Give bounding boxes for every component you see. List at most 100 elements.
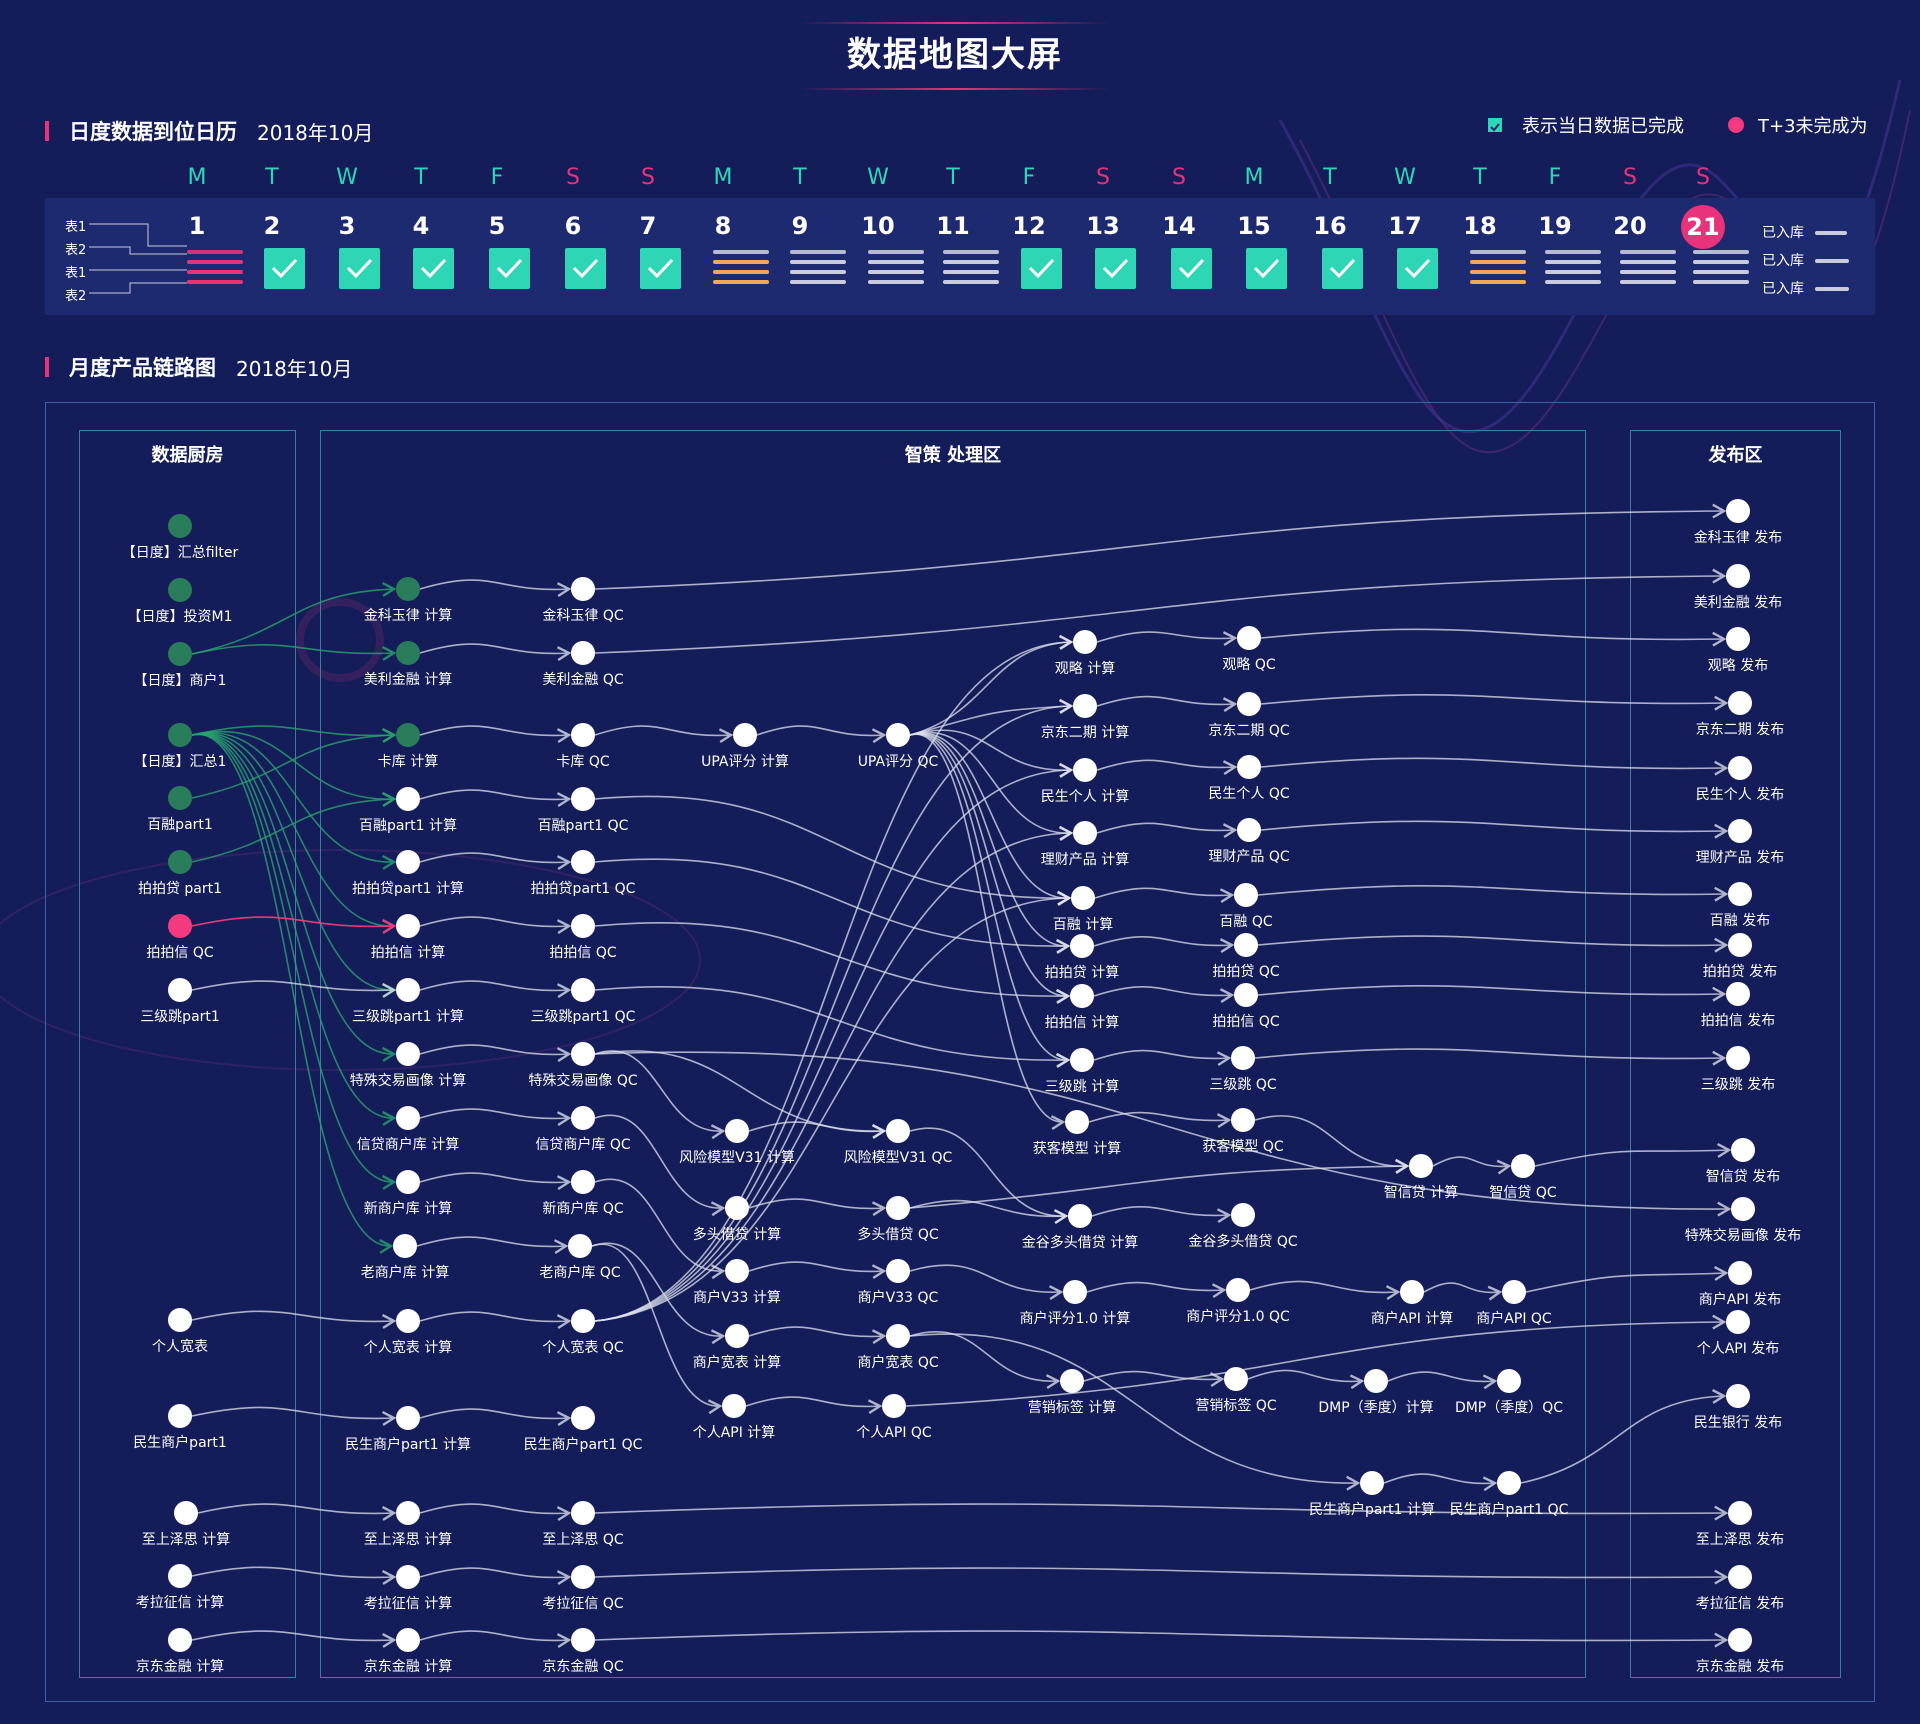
day-complete-check[interactable] [413, 248, 454, 289]
flow-node-u2[interactable] [886, 723, 910, 747]
day-complete-check[interactable] [1095, 248, 1136, 289]
day-number[interactable]: 6 [564, 212, 582, 240]
flow-node-q16[interactable] [571, 1628, 595, 1652]
day-status-bars[interactable] [713, 248, 769, 288]
flow-node-d2[interactable] [886, 1196, 910, 1220]
flow-node-m10[interactable] [1068, 1204, 1092, 1228]
flow-node-p17[interactable] [1728, 1565, 1752, 1589]
day-number[interactable]: 7 [639, 212, 657, 240]
flow-node-p5[interactable] [1728, 756, 1752, 780]
day-status-bars[interactable] [1693, 248, 1749, 288]
flow-node-p4[interactable] [1728, 691, 1752, 715]
day-number[interactable]: 16 [1313, 212, 1347, 240]
flow-node-v2[interactable] [886, 1259, 910, 1283]
day-number[interactable]: 15 [1237, 212, 1271, 240]
flow-node-k9[interactable] [168, 1308, 192, 1332]
flow-node-p8[interactable] [1728, 933, 1752, 957]
day-complete-check[interactable] [1322, 248, 1363, 289]
flow-node-n12[interactable] [1224, 1367, 1248, 1391]
flow-node-zc[interactable] [1409, 1154, 1433, 1178]
flow-node-w1[interactable] [725, 1324, 749, 1348]
flow-node-q6[interactable] [571, 914, 595, 938]
day-number[interactable]: 20 [1613, 212, 1647, 240]
flow-node-q15[interactable] [571, 1565, 595, 1589]
flow-node-q2[interactable] [571, 641, 595, 665]
flow-node-dc[interactable] [1364, 1369, 1388, 1393]
flow-node-c12[interactable] [396, 1309, 420, 1333]
day-status-bars[interactable] [790, 248, 846, 288]
flow-node-c16[interactable] [396, 1628, 420, 1652]
flow-node-q11[interactable] [568, 1234, 592, 1258]
flow-node-p18[interactable] [1728, 1628, 1752, 1652]
day-status-bars[interactable] [187, 248, 243, 288]
flow-node-n11[interactable] [1226, 1278, 1250, 1302]
day-complete-check[interactable] [1397, 248, 1438, 289]
flow-node-n7[interactable] [1234, 983, 1258, 1007]
flow-node-c13[interactable] [396, 1406, 420, 1430]
flow-node-ac[interactable] [1400, 1280, 1424, 1304]
flow-node-mq[interactable] [1497, 1471, 1521, 1495]
flow-node-k4[interactable] [168, 723, 192, 747]
flow-node-n8[interactable] [1231, 1046, 1255, 1070]
flow-node-q13[interactable] [571, 1406, 595, 1430]
flow-node-c2[interactable] [396, 641, 420, 665]
flow-node-q12[interactable] [571, 1309, 595, 1333]
day-complete-check[interactable] [489, 248, 530, 289]
flow-node-k10[interactable] [168, 1404, 192, 1428]
day-complete-check[interactable] [264, 248, 305, 289]
flow-node-u1[interactable] [733, 723, 757, 747]
flow-node-q3[interactable] [571, 723, 595, 747]
flow-node-k6[interactable] [168, 850, 192, 874]
flow-node-q5[interactable] [571, 850, 595, 874]
day-number[interactable]: 13 [1086, 212, 1120, 240]
day-number[interactable]: 11 [936, 212, 970, 240]
flow-node-n3[interactable] [1237, 755, 1261, 779]
day-complete-check[interactable] [1171, 248, 1212, 289]
flow-node-n10[interactable] [1231, 1203, 1255, 1227]
flow-node-aq[interactable] [1502, 1280, 1526, 1304]
day-status-bars[interactable] [1620, 248, 1676, 288]
day-number[interactable]: 1 [188, 212, 206, 240]
flow-node-k5[interactable] [168, 786, 192, 810]
flow-node-c1[interactable] [396, 577, 420, 601]
flow-node-p14[interactable] [1726, 1310, 1750, 1334]
day-number[interactable]: 10 [861, 212, 895, 240]
flow-node-n9[interactable] [1231, 1108, 1255, 1132]
flow-node-p11[interactable] [1731, 1138, 1755, 1162]
flow-node-p1[interactable] [1726, 499, 1750, 523]
flow-node-p7[interactable] [1728, 882, 1752, 906]
flow-node-c8[interactable] [396, 1042, 420, 1066]
flow-node-zq[interactable] [1511, 1154, 1535, 1178]
flow-node-c10[interactable] [396, 1170, 420, 1194]
day-number[interactable]: 9 [791, 212, 809, 240]
flow-node-n2[interactable] [1237, 692, 1261, 716]
flow-node-m4[interactable] [1073, 821, 1097, 845]
day-status-bars[interactable] [1545, 248, 1601, 288]
day-number[interactable]: 14 [1162, 212, 1196, 240]
day-complete-check[interactable] [1021, 248, 1062, 289]
today-day-number[interactable]: 21 [1681, 205, 1725, 249]
day-number[interactable]: 19 [1538, 212, 1572, 240]
flow-node-n5[interactable] [1234, 883, 1258, 907]
day-status-bars[interactable] [868, 248, 924, 288]
flow-node-q4[interactable] [571, 787, 595, 811]
flow-node-m3[interactable] [1073, 758, 1097, 782]
flow-node-n6[interactable] [1234, 933, 1258, 957]
flow-node-q1[interactable] [571, 577, 595, 601]
day-complete-check[interactable] [339, 248, 380, 289]
day-complete-check[interactable] [1246, 248, 1287, 289]
flow-node-w2[interactable] [886, 1324, 910, 1348]
day-number[interactable]: 4 [412, 212, 430, 240]
day-number[interactable]: 5 [488, 212, 506, 240]
flow-node-a1[interactable] [722, 1394, 746, 1418]
flow-node-m6[interactable] [1070, 934, 1094, 958]
flow-node-q8[interactable] [571, 1042, 595, 1066]
flow-node-m9[interactable] [1065, 1110, 1089, 1134]
flow-node-a2[interactable] [882, 1394, 906, 1418]
flow-node-r1[interactable] [725, 1119, 749, 1143]
flow-node-q7[interactable] [571, 978, 595, 1002]
flow-node-m11[interactable] [1063, 1280, 1087, 1304]
flow-node-c9[interactable] [396, 1106, 420, 1130]
flow-node-n1[interactable] [1237, 626, 1261, 650]
day-complete-check[interactable] [640, 248, 681, 289]
